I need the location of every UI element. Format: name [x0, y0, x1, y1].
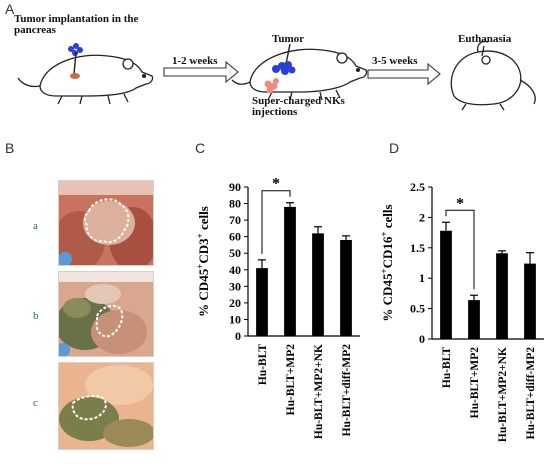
bar [524, 263, 536, 339]
x-tick-label: Hu-BLT+MP2+NK [497, 347, 509, 442]
y-tick-label: 1 [419, 271, 425, 285]
y-tick-label: 40 [229, 263, 241, 277]
nk-cells-icon [264, 80, 272, 88]
arrow-icon-1 [163, 60, 239, 84]
y-tick-label: 0 [235, 329, 241, 343]
chart-c: 0 10 20 30 40 50 60 70 80 90 % CD45+CD3+ cellsHu-B… [195, 176, 360, 439]
schema-arrow1-label: 1-2 weeks [172, 55, 218, 67]
y-tick-label: 2.5 [410, 180, 425, 194]
schema-step3-label: Euthanasia [458, 33, 512, 45]
x-tick-label: Hu-BLT+diff-MP2 [341, 344, 353, 437]
y-tick-label: 70 [229, 213, 241, 227]
photo-label-c: c [33, 397, 38, 409]
tumor-photo-b [58, 271, 154, 357]
mouse-icon-2 [231, 48, 368, 101]
y-tick-label: 0 [419, 332, 425, 346]
y-tick-label: 60 [229, 230, 241, 244]
y-axis-label: % CD45+CD3+ cells [195, 206, 211, 317]
significance-bracket [445, 209, 475, 290]
panel-letter-a: A [5, 1, 15, 17]
y-tick-label: 2 [419, 210, 425, 224]
significance-bracket [261, 190, 291, 254]
x-tick-label: Hu-BLT+MP2 [285, 344, 297, 416]
schema-arrow2-label: 3-5 weeks [372, 55, 418, 67]
schema-diagram [17, 40, 536, 111]
schema-step1-label: Tumor implantation in the pancreas [14, 13, 139, 36]
bar [440, 230, 452, 339]
tumor-outline [83, 198, 130, 244]
x-tick-label: Hu-BLT [257, 344, 269, 385]
photo-label-a: a [33, 220, 38, 232]
significance-star: * [272, 176, 280, 193]
bar [312, 233, 324, 336]
x-tick-label: Hu-BLT+MP2+NK [313, 344, 325, 439]
tumor-outline [71, 395, 107, 421]
y-axis-label: % CD45+CD16+ cells [379, 204, 395, 321]
bar [496, 253, 508, 339]
y-tick-label: 0.5 [410, 302, 425, 316]
bar [340, 239, 352, 336]
mouse-icon-3 [450, 40, 536, 111]
bar [256, 268, 268, 336]
y-tick-label: 20 [229, 296, 241, 310]
panel-letter-b: B [5, 140, 15, 156]
panel-letter-d: D [389, 140, 400, 156]
y-tick-label: 50 [229, 246, 241, 260]
bar [284, 206, 296, 336]
schema-injection-label: Super-charged NKs injections [252, 95, 345, 118]
y-tick-label: 10 [229, 312, 241, 326]
needle-icon [73, 51, 77, 75]
x-tick-label: Hu-BLT+diff-MP2 [525, 347, 537, 440]
schema-step2-label: Tumor [272, 33, 304, 45]
y-tick-label: 90 [229, 180, 241, 194]
y-tick-label: 1.5 [410, 241, 425, 255]
tumor-outline [95, 304, 124, 338]
significance-star: * [456, 195, 464, 212]
bar [468, 300, 480, 339]
photo-label-b: b [33, 310, 39, 322]
panel-letter-c: C [195, 140, 206, 156]
tumor-photo-a [58, 180, 154, 266]
pointer-line [285, 43, 291, 65]
tumor-photo-c [58, 362, 154, 450]
y-tick-label: 80 [229, 197, 241, 211]
y-tick-label: 30 [229, 279, 241, 293]
x-tick-label: Hu-BLT [441, 347, 453, 388]
arrow-icon-2 [367, 62, 441, 86]
x-tick-label: Hu-BLT+MP2 [469, 347, 481, 419]
mouse-icon-1 [17, 54, 154, 105]
